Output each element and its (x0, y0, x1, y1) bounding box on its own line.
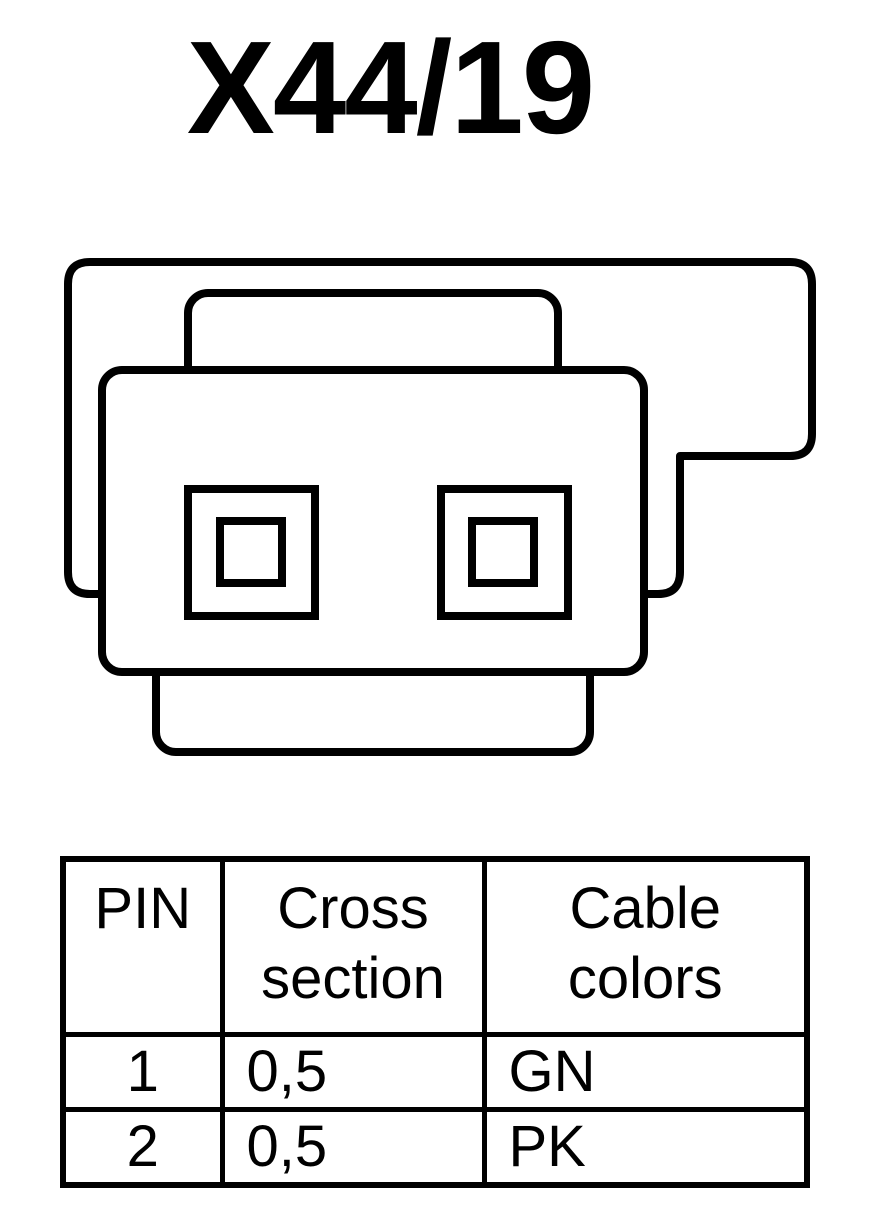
header-cross-section: Cross section (219, 856, 487, 1037)
row-1-cross-section: 0,5 (219, 1032, 487, 1112)
row-2-cross-section: 0,5 (219, 1107, 487, 1188)
row-2-pin: 2 (60, 1107, 225, 1188)
pin-2-contact (468, 517, 538, 587)
header-pin: PIN (60, 856, 225, 1037)
header-cross-line1: Cross (277, 876, 429, 941)
table-row: 1 0,5 GN (60, 1032, 810, 1112)
header-pin-label: PIN (94, 876, 192, 941)
table-row: 2 0,5 PK (60, 1107, 810, 1188)
header-color-line1: Cable (569, 876, 722, 941)
pin-2-cavity (437, 485, 572, 620)
row-2-color: PK (481, 1107, 810, 1188)
connector-title: X44/19 (186, 14, 595, 161)
header-cable-colors: Cable colors (481, 856, 810, 1037)
pin-1-contact (216, 517, 286, 587)
row-1-pin: 1 (60, 1032, 225, 1112)
header-color-line2: colors (567, 946, 723, 1011)
pin-assignment-table: PIN Cross section Cable colors 1 0,5 GN … (60, 856, 810, 1188)
connector-front-face (98, 366, 648, 676)
row-1-color: GN (481, 1032, 810, 1112)
header-cross-line2: section (261, 946, 445, 1011)
pin-1-cavity (184, 485, 319, 620)
table-header-row: PIN Cross section Cable colors (60, 856, 810, 1037)
